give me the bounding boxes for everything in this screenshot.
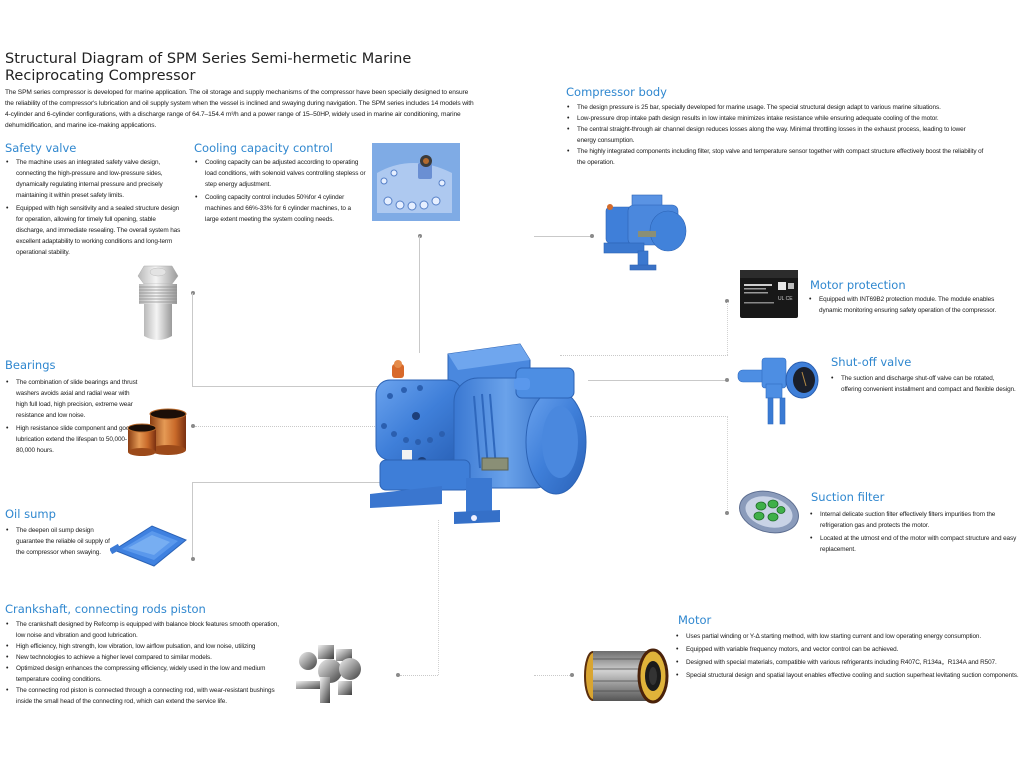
oil-sump-image [110,525,187,567]
connector-line [195,426,385,427]
connector-line [534,236,592,237]
cooling-capacity-list: Cooling capacity can be adjusted accordi… [194,157,366,227]
connector-line [588,380,727,381]
connector-dot [725,511,729,515]
list-item: Designed with special materials, compati… [675,657,1020,668]
bearings-list: The combination of slide bearings and th… [5,377,140,458]
list-item: Equipped with variable frequency motors,… [675,644,1020,655]
list-item: Cooling capacity control includes 50%for… [194,192,366,225]
connector-dot [725,299,729,303]
list-item: The connecting rod piston is connected t… [5,685,288,707]
svg-text:UL CE: UL CE [778,296,793,302]
compressor-body-title: Compressor body [566,85,667,99]
cooling-capacity-title: Cooling capacity control [194,141,333,155]
list-item: The design pressure is 25 bar, specially… [566,102,986,113]
connector-line [560,355,728,356]
list-item: The machine uses an integrated safety va… [5,157,185,201]
connector-line [438,520,439,675]
connector-line [400,675,438,676]
list-item: Special structural design and spatial la… [675,670,1020,681]
list-item: Uses partial winding or Y-Δ starting met… [675,631,1020,642]
list-item: Internal delicate suction filter effecti… [809,509,1021,531]
connector-dot [590,234,594,238]
connector-line [192,386,388,387]
intro-paragraph: The SPM series compressor is developed f… [5,89,474,129]
compressor-body-image [603,194,687,271]
motor-list: Uses partial winding or Y-Δ starting met… [675,631,1020,683]
list-item: The suction and discharge shut-off valve… [830,373,1016,395]
safety-valve-list: The machine uses an integrated safety va… [5,157,185,260]
connector-line [590,416,728,417]
page-title: Structural Diagram of SPM Series Semi-he… [5,51,412,84]
connector-line [192,482,382,483]
list-item: Located at the utmost end of the motor w… [809,533,1021,555]
connector-line [192,293,193,387]
compressor-main-image [370,343,587,524]
motor-image [584,648,669,704]
list-item: The combination of slide bearings and th… [5,377,140,421]
connector-line [727,416,728,512]
list-item: The central straight-through air channel… [566,124,986,146]
safety-valve-image [137,265,179,340]
oil-sump-title: Oil sump [5,507,56,521]
crankshaft-list: The crankshaft designed by Refcomp is eq… [5,619,288,707]
connector-line [727,302,728,355]
oil-sump-list: The deepen oil sump design guarantee the… [5,525,113,560]
list-item: Low-pressure drop intake path design res… [566,113,986,124]
connector-dot [725,378,729,382]
list-item: High efficiency, high strength, low vibr… [5,641,288,652]
cooling-capacity-image [372,143,460,221]
crankshaft-title: Crankshaft, connecting rods piston [5,602,206,616]
safety-valve-title: Safety valve [5,141,77,155]
crankshaft-image [296,645,361,703]
connector-line [419,236,420,353]
suction-filter-list: Internal delicate suction filter effecti… [809,509,1021,557]
connector-line [534,675,574,676]
connector-dot [570,673,574,677]
motor-title: Motor [678,613,712,627]
list-item: Cooling capacity can be adjusted accordi… [194,157,366,190]
motor-protection-list: Equipped with INT69B2 protection module.… [808,294,1018,318]
motor-protection-title: Motor protection [810,278,906,292]
list-item: The deepen oil sump design guarantee the… [5,525,113,558]
list-item: Equipped with INT69B2 protection module.… [808,294,1018,316]
compressor-body-list: The design pressure is 25 bar, specially… [566,102,986,168]
shutoff-valve-list: The suction and discharge shut-off valve… [830,373,1016,397]
connector-dot [191,557,195,561]
connector-dot [396,673,400,677]
connector-dot [191,291,195,295]
list-item: New technologies to achieve a higher lev… [5,652,288,663]
suction-filter-title: Suction filter [811,490,885,504]
shutoff-valve-title: Shut-off valve [831,355,912,369]
shutoff-valve-image [737,357,819,425]
list-item: High resistance slide component and good… [5,423,140,456]
list-item: Optimized design enhances the compressin… [5,663,288,685]
bearings-image [127,408,187,456]
list-item: The crankshaft designed by Refcomp is eq… [5,619,288,641]
suction-filter-image [739,490,799,534]
list-item: Equipped with high sensitivity and a sea… [5,203,185,258]
motor-protection-image: UL CE [740,270,798,318]
connector-dot [191,424,195,428]
bearings-title: Bearings [5,358,56,372]
connector-dot [418,234,422,238]
list-item: The highly integrated components includi… [566,146,986,168]
connector-line [192,482,193,558]
